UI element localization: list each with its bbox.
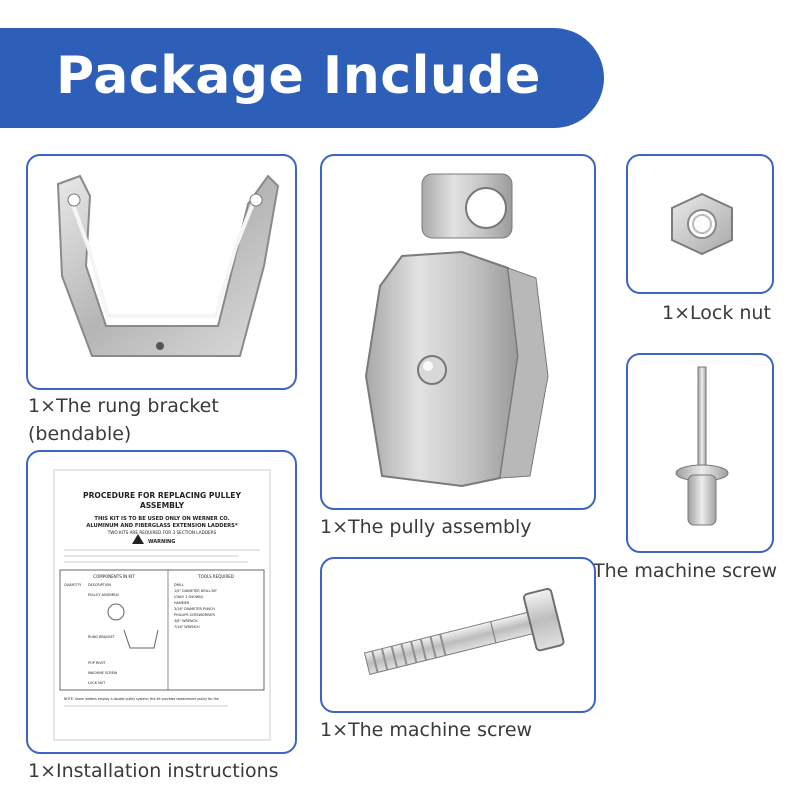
pulley-assembly-image <box>364 173 549 488</box>
rung-bracket-caption-line2: (bendable) <box>28 423 132 445</box>
doc-bracket-sketch-icon <box>123 629 159 649</box>
doc-tool-6: PHILLIPS SCREWDRIVER <box>174 613 215 617</box>
doc-title-2: ASSEMBLY <box>140 501 185 510</box>
rivet-caption: 1×The machine screw <box>565 560 778 582</box>
doc-tool-4: HAMMER <box>174 601 190 605</box>
lock-nut-caption: 1×Lock nut <box>662 302 771 324</box>
doc-tool-2: 1/4" DIAMETER DRILL BIT <box>174 589 218 593</box>
rung-bracket-image <box>56 174 280 357</box>
card-bolt <box>320 557 596 713</box>
rung-bracket-caption-line1: 1×The rung bracket <box>28 395 219 417</box>
doc-tool-1: DRILL <box>174 583 184 587</box>
doc-tool-7: 3/8" WRENCH <box>174 619 198 623</box>
doc-sub-2: ALUMINUM AND FIBERGLASS EXTENSION LADDER… <box>86 523 237 529</box>
card-pulley-assembly <box>320 154 596 510</box>
doc-tool-8: 7/16" WRENCH <box>174 625 200 629</box>
doc-row-4: MACHINE SCREW <box>88 671 118 675</box>
doc-table-header-1: COMPONENTS IN KIT <box>93 574 135 579</box>
doc-row-2: RUNG BRACKET <box>88 635 116 639</box>
doc-sub-1: THIS KIT IS TO BE USED ONLY ON WERNER CO… <box>94 516 229 522</box>
bolt-image <box>363 587 565 675</box>
card-lock-nut <box>626 154 774 294</box>
doc-row-3: POP RIVET <box>88 661 107 665</box>
doc-title-1: PROCEDURE FOR REPLACING PULLEY <box>83 491 241 500</box>
doc-warning: WARNING <box>148 539 175 545</box>
header-banner <box>0 28 604 128</box>
doc-tool-3: (ONLY 1 SHOWN) <box>174 595 204 599</box>
rivet-image <box>675 366 729 526</box>
page-title: Package Include <box>56 46 541 106</box>
instructions-document-image: PROCEDURE FOR REPLACING PULLEY ASSEMBLY … <box>53 469 271 741</box>
doc-pulley-sketch-icon <box>107 603 125 621</box>
doc-note: NOTE: Some ladders employ a double pulle… <box>64 697 219 701</box>
lock-nut-image <box>671 192 733 256</box>
bolt-caption: 1×The machine screw <box>320 719 533 741</box>
doc-row-1: PULLEY ASSEMBLY <box>88 593 120 597</box>
card-instructions: PROCEDURE FOR REPLACING PULLEY ASSEMBLY … <box>26 450 297 754</box>
card-rivet <box>626 353 774 553</box>
pulley-caption: 1×The pully assembly <box>320 516 532 538</box>
doc-table-header-2: TOOLS REQUIRED <box>197 574 234 579</box>
card-rung-bracket <box>26 154 297 390</box>
doc-col-quantity: QUANTITY <box>64 583 82 587</box>
warning-icon <box>132 534 144 544</box>
doc-col-description: DESCRIPTION <box>88 583 111 587</box>
doc-sub-3: TWO KITS ARE REQUIRED FOR 3 SECTION LADD… <box>107 530 217 535</box>
doc-row-5: LOCK NUT <box>88 681 106 685</box>
instructions-caption: 1×Installation instructions <box>28 760 279 782</box>
doc-tool-5: 3/16" DIAMETER PUNCH <box>174 607 215 611</box>
